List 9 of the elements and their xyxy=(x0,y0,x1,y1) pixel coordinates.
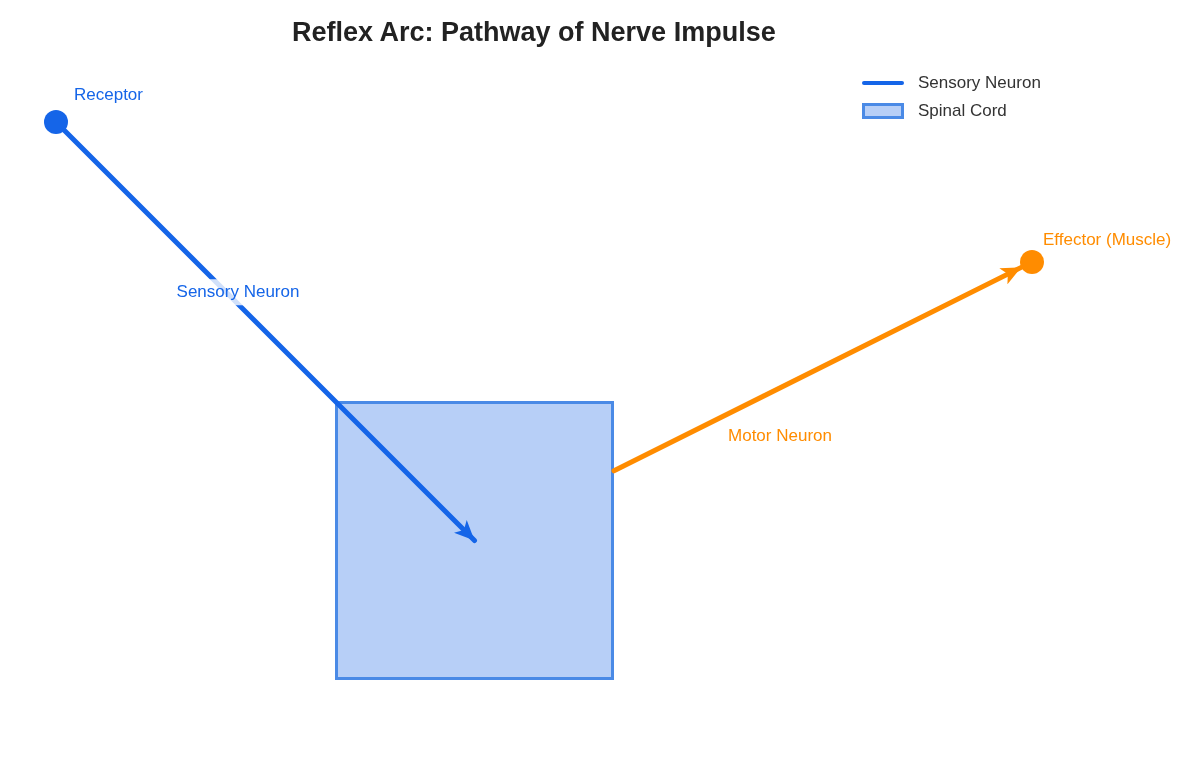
arrow xyxy=(611,264,1024,474)
arrow xyxy=(62,128,477,543)
spinal-cord-box xyxy=(335,401,614,680)
legend-label: Spinal Cord xyxy=(918,100,1007,123)
diagram-title: Reflex Arc: Pathway of Nerve Impulse xyxy=(292,16,776,49)
node-label: Receptor xyxy=(74,86,143,103)
legend-label: Sensory Neuron xyxy=(918,72,1041,95)
edge-label: Sensory Neuron xyxy=(174,279,302,305)
node-label: Effector (Muscle) xyxy=(1043,231,1172,248)
